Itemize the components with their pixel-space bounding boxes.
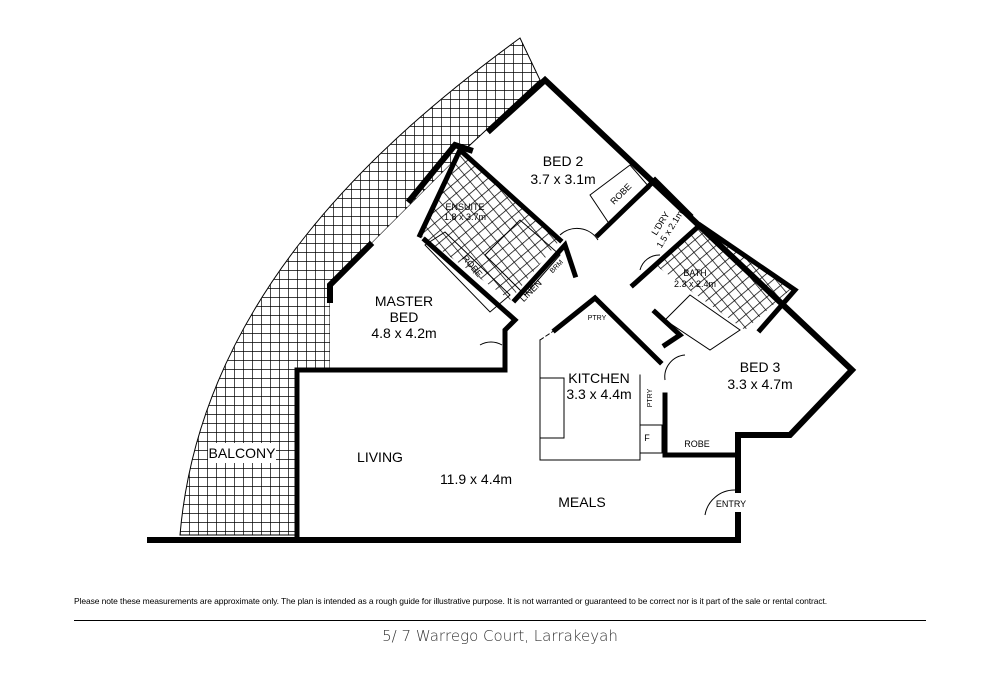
- robe-bed3-label: ROBE: [684, 439, 710, 449]
- master-size: 4.8 x 4.2m: [371, 325, 436, 341]
- kitchen-label: KITCHEN: [568, 370, 629, 386]
- bed2-label: BED 2: [543, 153, 584, 169]
- living-label: LIVING: [357, 449, 403, 465]
- bath-size: 2.3 x 2.4m: [674, 279, 716, 289]
- balcony-label: BALCONY: [209, 445, 277, 461]
- floor-plan: BED 2 3.7 x 3.1m ENSUITE 1.8 x 3.7m L'DR…: [147, 37, 857, 543]
- property-address: 5/ 7 Warrego Court, Larrakeyah: [382, 627, 618, 645]
- pantry-label-top: PTRY: [588, 315, 607, 322]
- ensuite-label: ENSUITE: [445, 202, 484, 212]
- footer-divider: [74, 620, 926, 621]
- bath-label: BATH: [683, 268, 706, 278]
- unit-floor: [297, 80, 852, 540]
- bed3-label: BED 3: [740, 359, 781, 375]
- walls: [147, 75, 857, 543]
- living-size: 11.9 x 4.4m: [440, 471, 512, 487]
- kitchen-size: 3.3 x 4.4m: [566, 386, 631, 402]
- bed3-size: 3.3 x 4.7m: [727, 376, 792, 392]
- fridge-label: F: [644, 433, 650, 443]
- master-label-2: BED: [390, 309, 419, 325]
- pantry-label-side: PTRY: [647, 388, 654, 407]
- entry-label: ENTRY: [716, 499, 746, 509]
- master-label-1: MASTER: [375, 293, 433, 309]
- bed2-size: 3.7 x 3.1m: [530, 171, 595, 187]
- doors: [479, 227, 736, 516]
- ensuite-size: 1.8 x 3.7m: [444, 212, 486, 222]
- meals-label: MEALS: [558, 494, 605, 510]
- disclaimer-text: Please note these measurements are appro…: [74, 596, 827, 606]
